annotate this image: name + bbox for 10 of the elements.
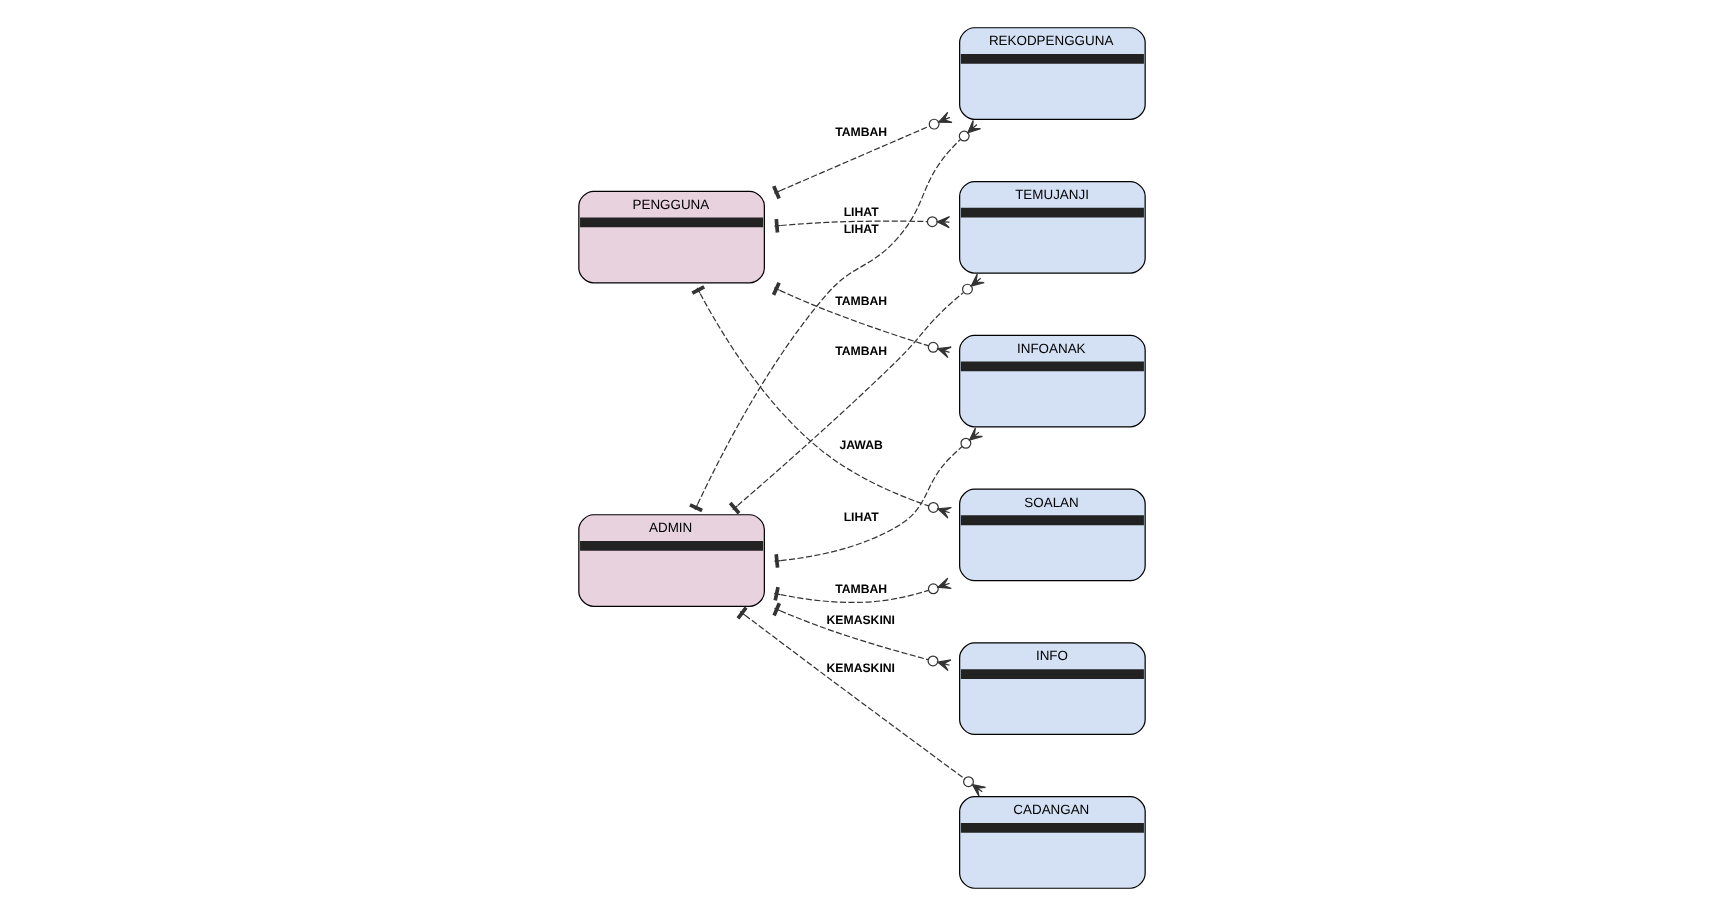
connector <box>771 280 952 358</box>
connector <box>772 110 953 199</box>
connector <box>773 576 952 603</box>
connector <box>736 605 987 796</box>
connector <box>773 215 951 232</box>
connector <box>772 601 952 671</box>
connector <box>728 272 985 514</box>
connector <box>773 426 984 567</box>
connector <box>691 284 952 518</box>
connector <box>689 118 982 512</box>
